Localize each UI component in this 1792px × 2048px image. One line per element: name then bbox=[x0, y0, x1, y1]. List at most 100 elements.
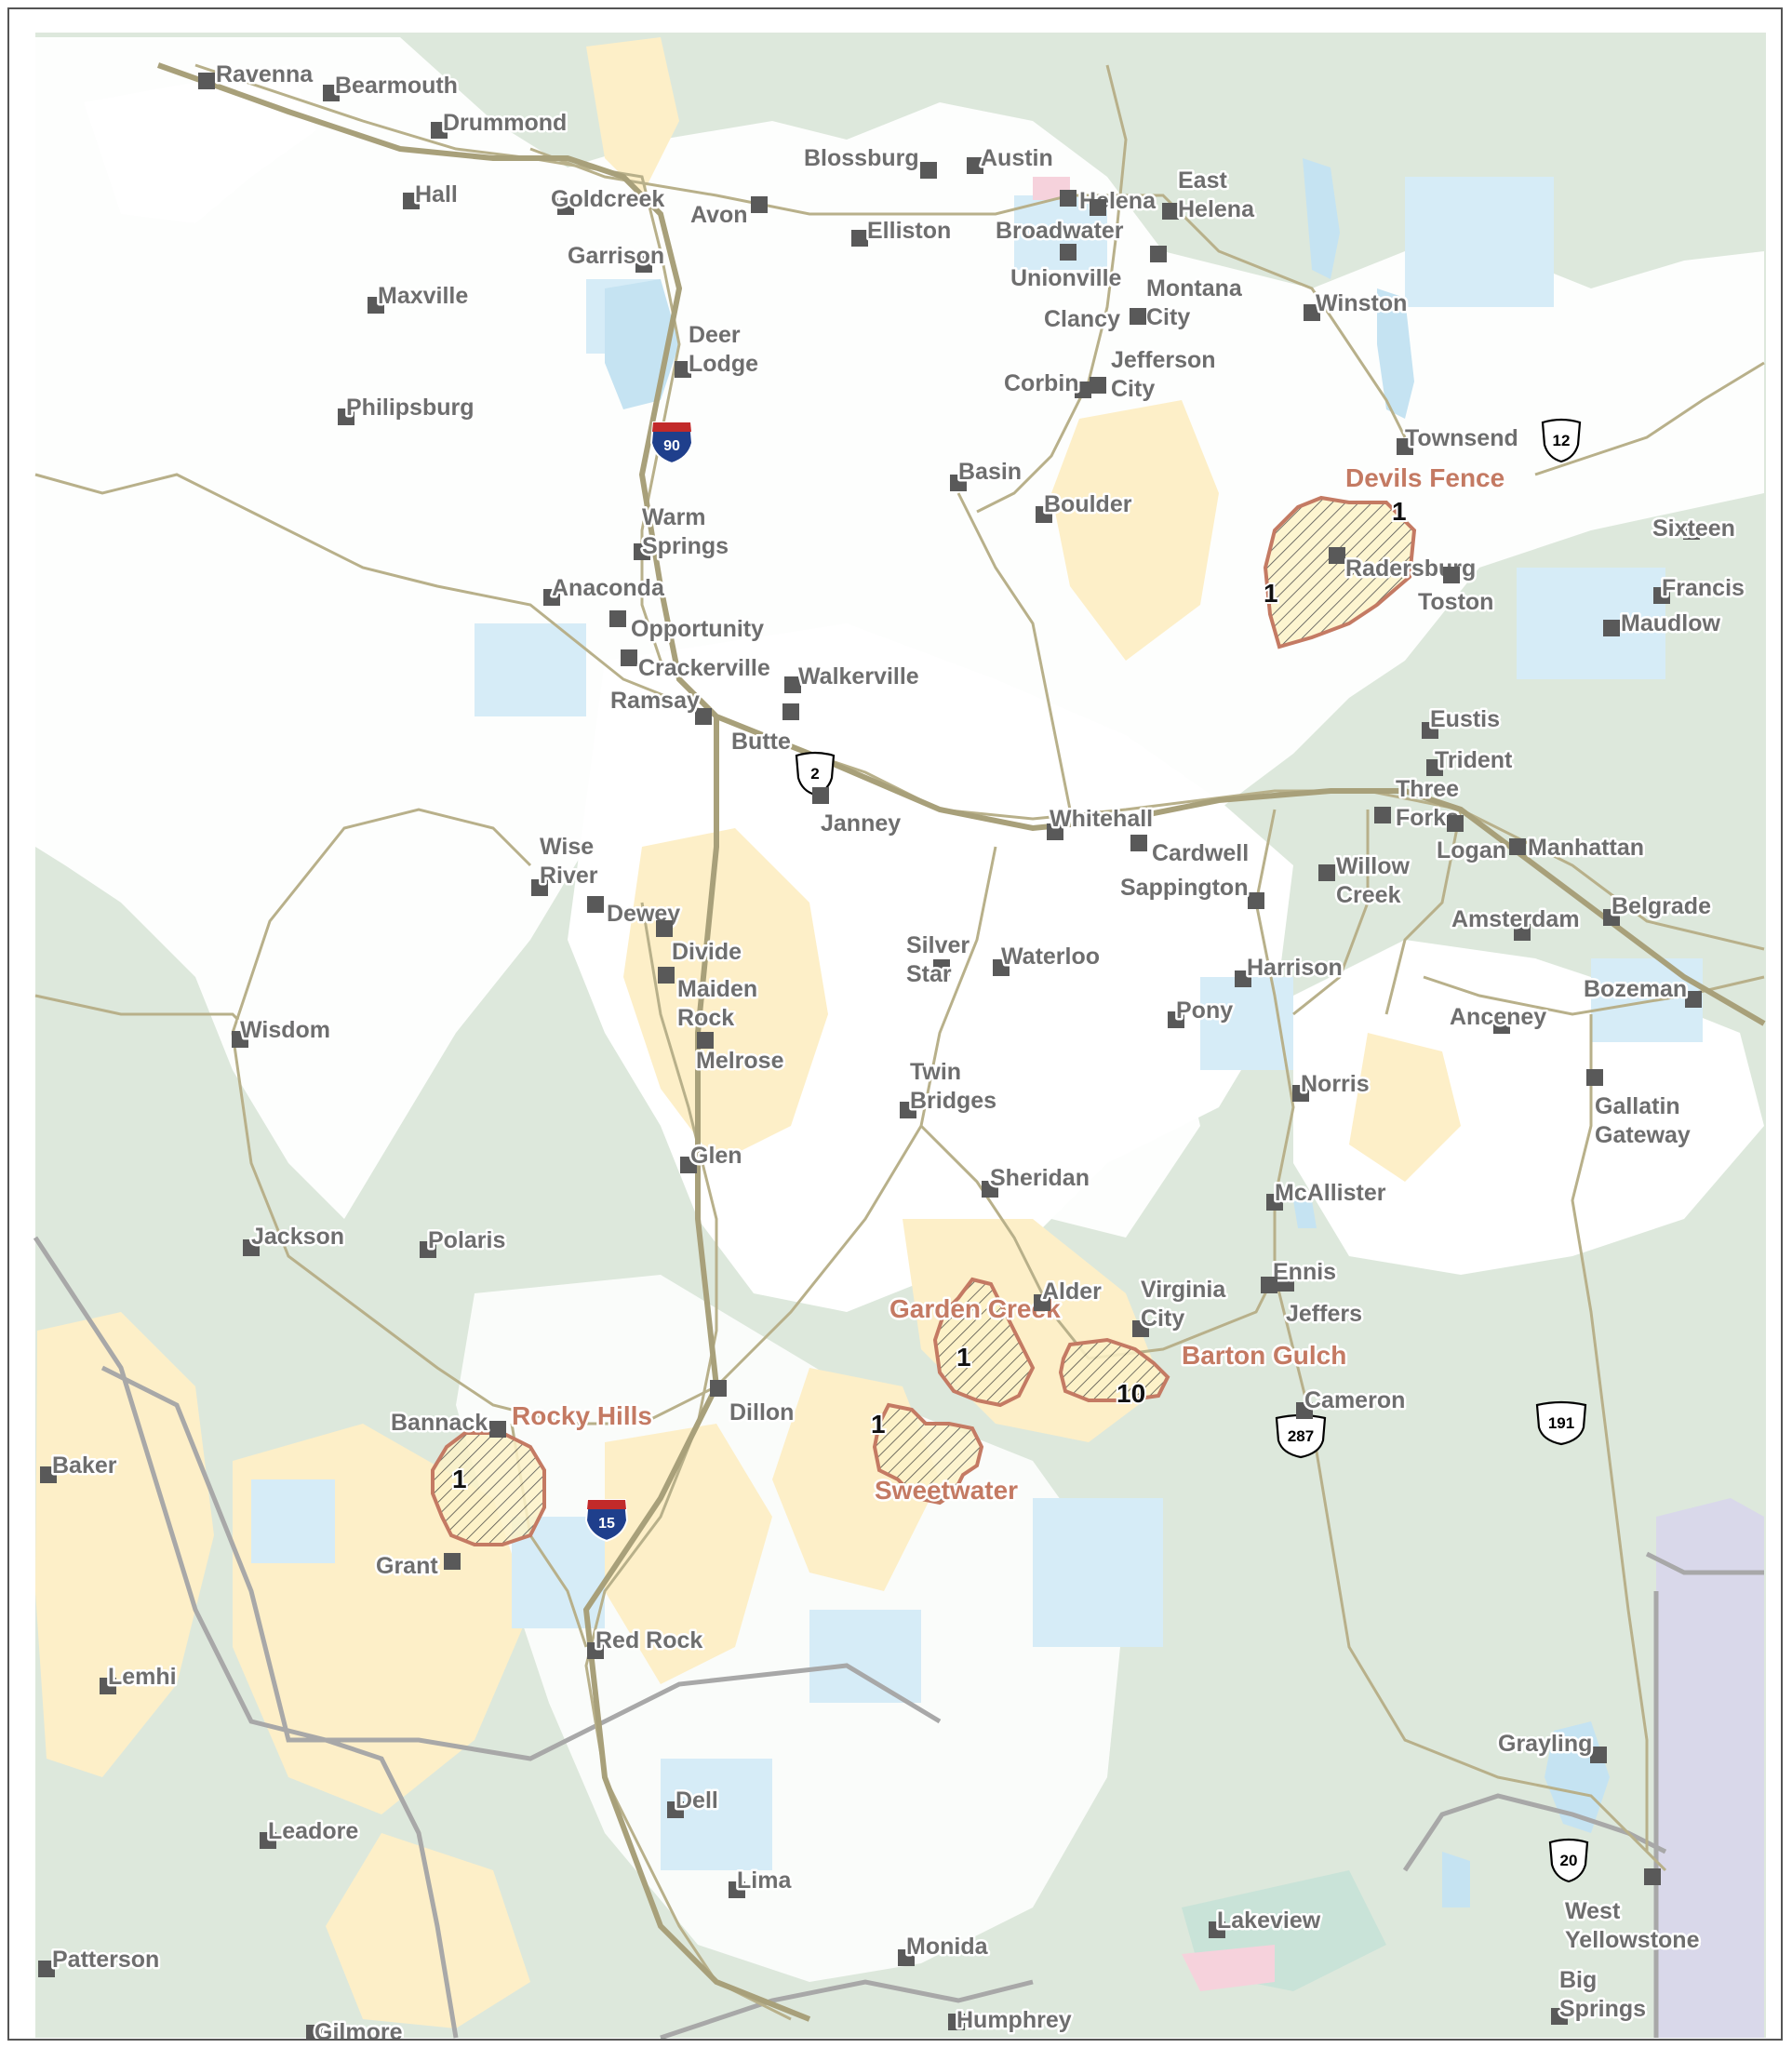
town-ennis[interactable]: Ennis bbox=[1271, 1257, 1339, 1292]
town-francis[interactable]: Francis bbox=[1653, 573, 1746, 604]
town-marker[interactable] bbox=[675, 361, 691, 378]
town-marker[interactable] bbox=[898, 1949, 915, 1966]
town-elliston[interactable]: Elliston bbox=[851, 216, 954, 247]
town-marker[interactable] bbox=[403, 193, 420, 209]
town-marker[interactable] bbox=[1590, 1747, 1607, 1763]
town-waterloo[interactable]: Waterloo bbox=[993, 942, 1103, 976]
area-outline-barton-gulch[interactable] bbox=[1058, 1337, 1170, 1402]
town-marker[interactable] bbox=[1060, 244, 1077, 261]
town-marker[interactable] bbox=[784, 676, 801, 693]
town-marker[interactable] bbox=[1443, 567, 1460, 583]
town-gilmore[interactable]: Gilmore bbox=[306, 2017, 405, 2039]
town-opportunity[interactable]: Opportunity bbox=[609, 610, 767, 645]
town-sappington[interactable]: Sappington bbox=[1118, 873, 1264, 909]
town-hall[interactable]: Hall bbox=[403, 180, 460, 210]
town-marker[interactable] bbox=[243, 1239, 260, 1256]
town-marker[interactable] bbox=[1374, 807, 1391, 823]
town-ravenna[interactable]: Ravenna bbox=[198, 60, 316, 90]
town-boulder[interactable]: Boulder bbox=[1036, 489, 1134, 523]
town-marker[interactable] bbox=[543, 589, 560, 606]
town-cardwell[interactable]: Cardwell bbox=[1130, 835, 1251, 869]
town-marker[interactable] bbox=[232, 1031, 248, 1048]
town-marker[interactable] bbox=[609, 610, 626, 627]
town-melrose[interactable]: Melrose bbox=[694, 1032, 786, 1077]
town-wisdom[interactable]: Wisdom bbox=[232, 1015, 333, 1048]
town-marker[interactable] bbox=[1304, 304, 1320, 321]
town-marker[interactable] bbox=[920, 162, 937, 179]
town-philipsburg[interactable]: Philipsburg bbox=[338, 393, 476, 425]
town-maxville[interactable]: Maxville bbox=[368, 281, 471, 314]
town-anaconda[interactable]: Anaconda bbox=[543, 573, 667, 606]
town-blossburg[interactable]: Blossburg bbox=[802, 143, 937, 179]
town-basin[interactable]: Basin bbox=[950, 457, 1024, 491]
town-patterson[interactable]: Patterson bbox=[38, 1945, 162, 1977]
town-trident[interactable]: Trident bbox=[1426, 745, 1516, 776]
town-marker[interactable] bbox=[950, 475, 967, 491]
town-marker[interactable] bbox=[1235, 970, 1251, 987]
area-outline-sweetwater[interactable] bbox=[872, 1402, 984, 1506]
town-avon[interactable]: Avon bbox=[689, 196, 768, 231]
town-marker[interactable] bbox=[1683, 523, 1700, 540]
town-marker[interactable] bbox=[621, 649, 637, 666]
town-goldcreek[interactable]: Goldcreek bbox=[549, 184, 667, 215]
town-baker[interactable]: Baker bbox=[40, 1451, 119, 1483]
town-marker[interactable] bbox=[1266, 1194, 1283, 1211]
town-lima[interactable]: Lima bbox=[729, 1866, 795, 1898]
town-garrison[interactable]: Garrison bbox=[566, 241, 667, 273]
town-marker[interactable] bbox=[1150, 246, 1167, 262]
town-red-rock[interactable]: Red Rock bbox=[587, 1626, 705, 1659]
town-dillon[interactable]: Dillon bbox=[710, 1380, 796, 1428]
town-whitehall[interactable]: Whitehall bbox=[1047, 804, 1156, 840]
town-marker[interactable] bbox=[993, 959, 1010, 976]
town-drummond[interactable]: Drummond bbox=[431, 108, 569, 139]
town-marker[interactable] bbox=[900, 1102, 916, 1118]
town-belgrade[interactable]: Belgrade bbox=[1603, 891, 1714, 926]
town-marker[interactable] bbox=[38, 1961, 55, 1977]
town-bozeman[interactable]: Bozeman bbox=[1582, 974, 1702, 1008]
town-marker[interactable] bbox=[100, 1678, 116, 1694]
town-austin[interactable]: Austin bbox=[967, 143, 1055, 174]
town-sixteen[interactable]: Sixteen bbox=[1651, 514, 1738, 544]
town-grant[interactable]: Grant bbox=[374, 1551, 461, 1582]
town-marker[interactable] bbox=[1090, 199, 1106, 216]
town-manhattan[interactable]: Manhattan bbox=[1509, 833, 1647, 863]
town-marker[interactable] bbox=[489, 1421, 506, 1438]
town-bearmouth[interactable]: Bearmouth bbox=[323, 71, 460, 101]
town-marker[interactable] bbox=[1426, 759, 1443, 776]
town-marker[interactable] bbox=[1397, 438, 1413, 455]
town-marker[interactable] bbox=[933, 959, 950, 976]
area-outline-devils-fence[interactable] bbox=[1263, 495, 1417, 649]
town-dell[interactable]: Dell bbox=[667, 1786, 720, 1818]
area-outline-rocky-hills[interactable] bbox=[431, 1431, 546, 1546]
town-marker[interactable] bbox=[710, 1380, 727, 1397]
town-walkerville[interactable]: Walkerville bbox=[784, 662, 921, 693]
town-marker[interactable] bbox=[1034, 1294, 1050, 1311]
town-marker[interactable] bbox=[368, 297, 384, 314]
town-marker[interactable] bbox=[729, 1881, 745, 1898]
town-marker[interactable] bbox=[1075, 381, 1091, 398]
town-marker[interactable] bbox=[1685, 991, 1702, 1008]
town-marker[interactable] bbox=[1248, 892, 1264, 909]
town-marker[interactable] bbox=[1603, 909, 1620, 926]
town-clancy[interactable]: Clancy bbox=[1042, 304, 1146, 335]
town-mcallister[interactable]: McAllister bbox=[1266, 1178, 1388, 1211]
town-marker[interactable] bbox=[1209, 1921, 1225, 1938]
town-amsterdam[interactable]: Amsterdam bbox=[1450, 904, 1582, 941]
town-polaris[interactable]: Polaris bbox=[420, 1225, 508, 1258]
town-jackson[interactable]: Jackson bbox=[243, 1222, 347, 1256]
town-marker[interactable] bbox=[40, 1466, 57, 1483]
town-marker[interactable] bbox=[1644, 1868, 1661, 1885]
town-broadwater[interactable]: Broadwater bbox=[994, 199, 1126, 247]
town-cameron[interactable]: Cameron bbox=[1296, 1385, 1408, 1419]
town-pony[interactable]: Pony bbox=[1168, 996, 1236, 1028]
town-divide[interactable]: Divide bbox=[656, 920, 744, 968]
